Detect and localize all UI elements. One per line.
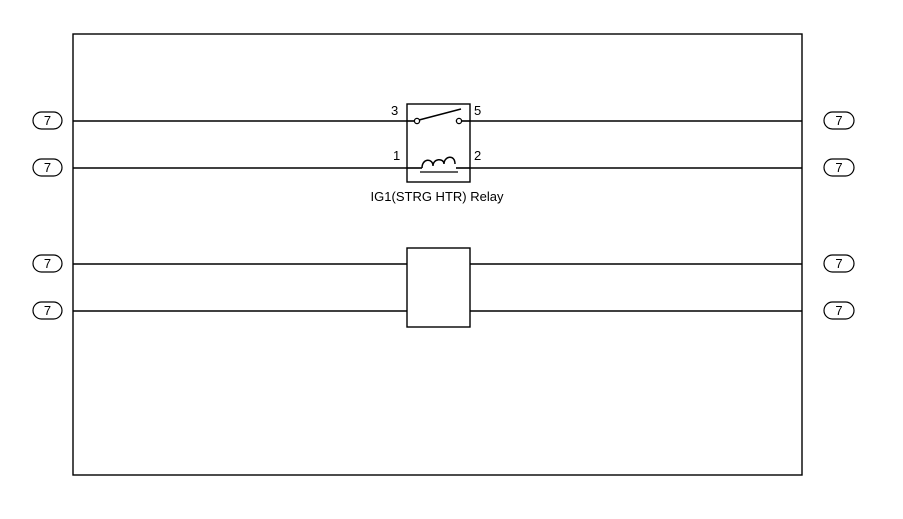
relay-label: IG1(STRG HTR) Relay [371, 189, 504, 204]
relay-pin-3: 3 [391, 103, 398, 118]
relay-coil-icon [407, 156, 470, 173]
connector-ref-right-1: 7 [823, 111, 855, 130]
diagram-frame [72, 33, 803, 476]
connector-ref-right-3: 7 [823, 254, 855, 273]
relay-pin-2: 2 [474, 148, 481, 163]
component-box [406, 247, 471, 328]
relay-pin-5: 5 [474, 103, 481, 118]
relay-box [406, 103, 471, 183]
svg-text:7: 7 [44, 303, 51, 318]
relay-switch-icon [407, 108, 470, 125]
relay-pin-1: 1 [393, 148, 400, 163]
svg-text:7: 7 [44, 256, 51, 271]
connector-ref-left-3: 7 [32, 254, 63, 273]
connector-ref-left-1: 7 [32, 111, 63, 130]
svg-text:7: 7 [44, 113, 51, 128]
svg-text:7: 7 [835, 160, 842, 175]
svg-text:7: 7 [835, 303, 842, 318]
connector-ref-left-2: 7 [32, 158, 63, 177]
relay: 3 5 1 2 IG1(STRG HTR) Relay [371, 103, 504, 204]
svg-text:7: 7 [44, 160, 51, 175]
connector-ref-left-4: 7 [32, 301, 63, 320]
svg-text:7: 7 [835, 113, 842, 128]
connector-ref-right-2: 7 [823, 158, 855, 177]
connector-ref-right-4: 7 [823, 301, 855, 320]
svg-text:7: 7 [835, 256, 842, 271]
